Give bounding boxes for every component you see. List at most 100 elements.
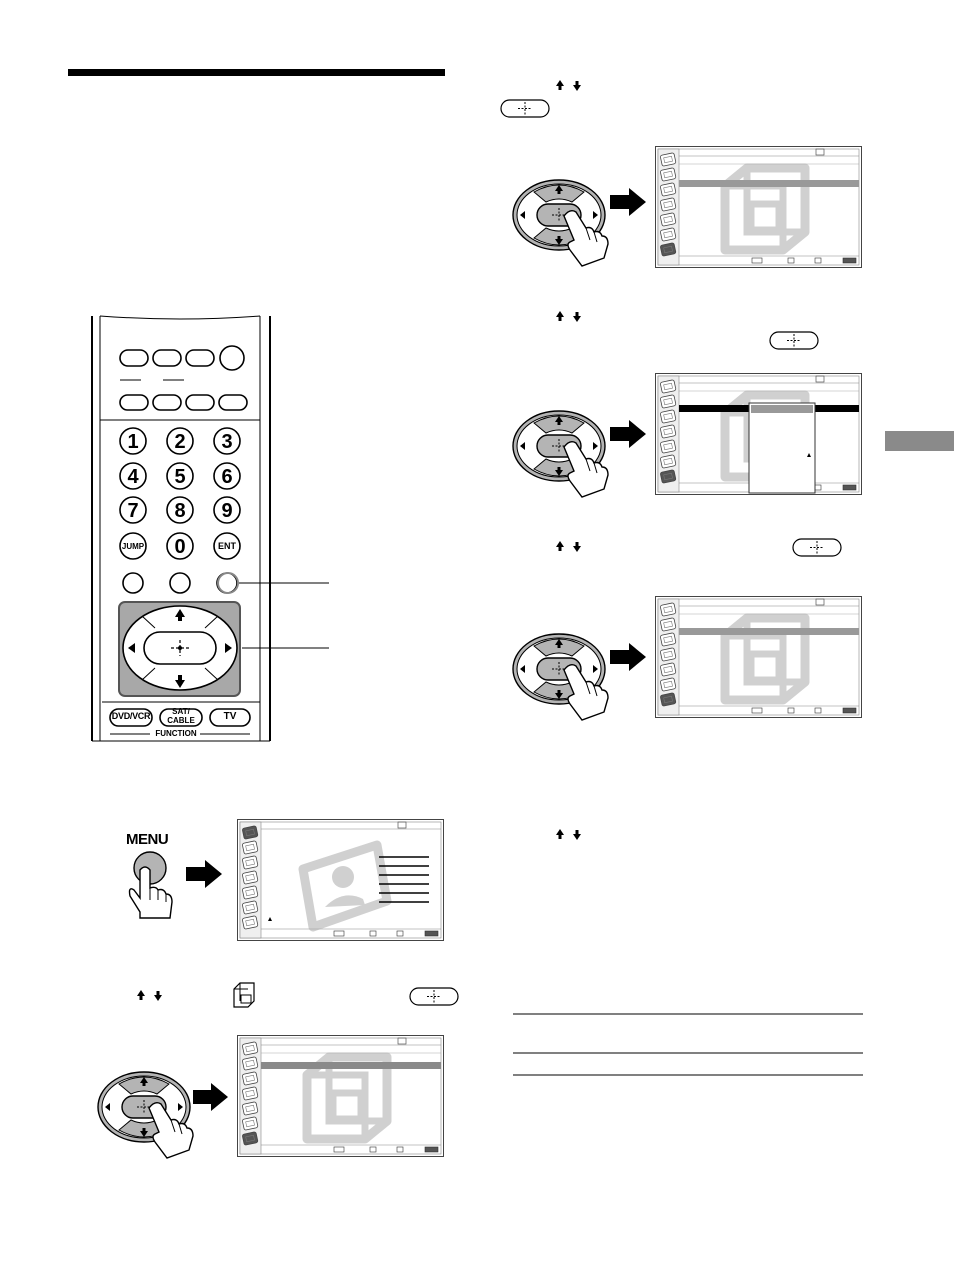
setup-watermark-icon [302,1052,392,1144]
menu-tab-icon [660,454,677,469]
menu-tab-icon [660,677,677,692]
menu-button-label: MENU [126,831,169,848]
svg-text:3: 3 [221,431,232,453]
svg-text:5: 5 [174,466,185,488]
digit-key-1: 1 [119,427,147,455]
hand-press-icon [563,209,609,267]
down-arrow-icon [573,81,581,91]
digit-key-4: 4 [119,462,147,490]
function-label: FUNCTION [155,729,197,738]
picture-watermark-icon [298,840,392,932]
menu-tab-icon [242,900,259,915]
dpad-press [512,410,609,498]
menu-tab-icon [242,1071,259,1086]
menu-tab-icon [660,197,677,212]
up-arrow-icon [137,990,145,1000]
svg-text:9: 9 [221,500,232,522]
menu-tab-icon [660,227,677,242]
menu-tab-icon [660,394,677,409]
svg-text:0: 0 [174,536,185,558]
digit-key-5: 5 [166,462,194,490]
menu-tab-icon [242,1056,259,1071]
select-button-icon [792,538,842,557]
up-arrow-icon [556,829,564,839]
up-arrow-icon [556,541,564,551]
digit-key-9: 9 [213,496,241,524]
top-buttons [119,345,248,411]
menu-tab-icon [660,602,677,617]
menu-tab-icon [660,662,677,677]
menu-tab-icon [660,469,677,484]
menu-tab-icon [242,1101,259,1116]
up-arrow-icon [556,80,564,90]
menu-tab-icon [242,915,259,930]
func-label-tv: TV [223,711,237,722]
digit-key-0: 0 [166,532,194,560]
right-arrow-icon [610,188,646,216]
menu-tab-icon [242,1086,259,1101]
right-arrow-icon [193,1083,228,1111]
svg-text:2: 2 [174,431,185,453]
menu-tab-icon [242,885,259,900]
menu-tab-icon [242,870,259,885]
right-arrow-icon [610,643,646,671]
down-arrow-icon [573,830,581,840]
function-buttons [109,708,251,735]
menu-tab-icon [242,1041,259,1056]
menu-tab-icon [660,409,677,424]
svg-text:1: 1 [127,431,138,453]
menu-tab-icon [660,212,677,227]
dpad-press [512,633,609,721]
select-button-icon [409,987,459,1006]
menu-tab-icon [660,617,677,632]
svg-text:7: 7 [127,500,138,522]
hand-press-icon [128,866,173,919]
svg-text:8: 8 [174,500,185,522]
menu-tab-icon [660,152,677,167]
hand-press-icon [148,1101,194,1159]
menu-tab-icon [242,825,259,840]
ent-key: ENT [213,532,241,560]
func-label-dvdvcr: DVD/VCR [111,711,151,721]
svg-text:4: 4 [127,466,139,488]
digit-key-3: 3 [213,427,241,455]
down-arrow-icon [573,312,581,322]
svg-text:JUMP: JUMP [122,542,145,551]
digit-key-2: 2 [166,427,194,455]
select-button-icon [769,331,819,350]
hand-press-icon [563,663,609,721]
remote-dpad [118,601,241,697]
menu-button-press [128,851,173,919]
section-tab [885,431,954,451]
remote-body [91,315,271,742]
digit-key-7: 7 [119,496,147,524]
func-label-satcable: SAT/ CABLE [167,707,195,725]
menu-tab-icon [660,242,677,257]
svg-text:6: 6 [221,466,232,488]
menu-screen [655,596,862,718]
up-arrow-icon [556,311,564,321]
menu-tab-icon [660,379,677,394]
menu-screen [237,819,444,941]
menu-tab-icon [660,424,677,439]
menu-screen [655,373,862,495]
menu-tab-icon [660,692,677,707]
menu-tab-icon [242,840,259,855]
setup-watermark-icon [720,613,810,705]
menu-tab-icon [242,855,259,870]
menu-tab-icon [660,182,677,197]
jump-key: JUMP [119,532,147,560]
right-arrow-icon [186,860,222,888]
menu-tab-icon [660,632,677,647]
hand-press-icon [563,440,609,498]
down-arrow-icon [573,542,581,552]
setup-menu-icon [233,982,255,1008]
svg-text:ENT: ENT [218,541,237,551]
dpad-press [97,1071,194,1159]
menu-tab-icon [660,439,677,454]
